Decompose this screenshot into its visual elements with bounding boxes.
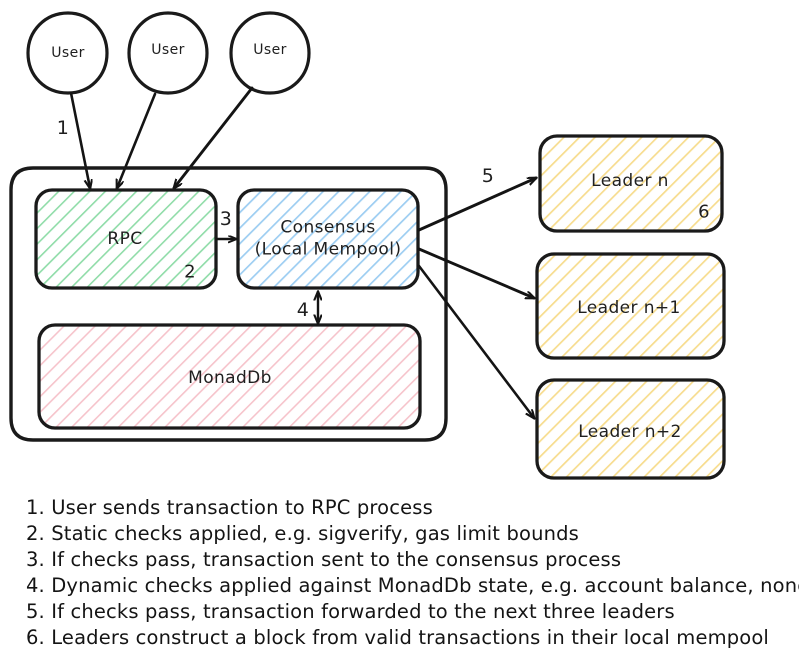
user-circle-3 — [229, 11, 311, 95]
arrow-consensus-to-leader-1 — [417, 247, 534, 300]
leader-corner-number-0: 6 — [698, 201, 710, 223]
legend-item: 6. Leaders construct a block from valid … — [26, 626, 769, 649]
legend-list: 1. User sends transaction to RPC process… — [26, 495, 799, 651]
user-label-2: User — [151, 42, 185, 58]
step-number-5: 5 — [481, 165, 495, 187]
leader-label-1: Leader n+1 — [577, 298, 681, 318]
consensus-label: Consensus (Local Mempool) — [255, 217, 402, 261]
legend-item: 4. Dynamic checks applied against MonadD… — [26, 574, 799, 597]
leader-box-2[interactable] — [535, 378, 726, 480]
leader-box-1[interactable] — [535, 252, 726, 360]
rpc-corner-number: 2 — [184, 261, 196, 283]
arrow-user2-to-rpc — [117, 92, 157, 188]
full-node-container — [9, 166, 448, 442]
user-circle-1 — [26, 11, 109, 95]
monaddb-box[interactable] — [37, 323, 422, 430]
consensus-label-line2: (Local Mempool) — [254, 239, 402, 259]
consensus-box[interactable] — [236, 188, 420, 290]
legend-item: 3. If checks pass, transaction sent to t… — [26, 548, 622, 571]
user-circle-2 — [127, 11, 209, 95]
user-label-1: User — [51, 45, 85, 61]
step-number-1: 1 — [56, 117, 70, 139]
rpc-label: RPC — [107, 229, 143, 249]
arrow-consensus-to-leader-2 — [417, 264, 534, 418]
arrow-user1-to-rpc — [69, 91, 90, 188]
consensus-label-line1: Consensus — [280, 217, 376, 238]
arrow-consensus-to-leader-0 — [417, 176, 536, 232]
step-number-4: 4 — [296, 299, 310, 321]
legend-item: 2. Static checks applied, e.g. sigverify… — [26, 522, 579, 545]
leader-label-0: Leader n — [591, 171, 669, 191]
step-number-3: 3 — [219, 208, 233, 230]
leader-label-2: Leader n+2 — [578, 422, 682, 442]
legend-item: 1. User sends transaction to RPC process — [26, 496, 433, 519]
user-label-3: User — [253, 42, 287, 58]
leader-box-0[interactable] — [538, 134, 724, 233]
arrow-user3-to-rpc — [174, 86, 254, 188]
legend-item: 5. If checks pass, transaction forwarded… — [26, 600, 675, 623]
monaddb-label: MonadDb — [188, 368, 272, 388]
